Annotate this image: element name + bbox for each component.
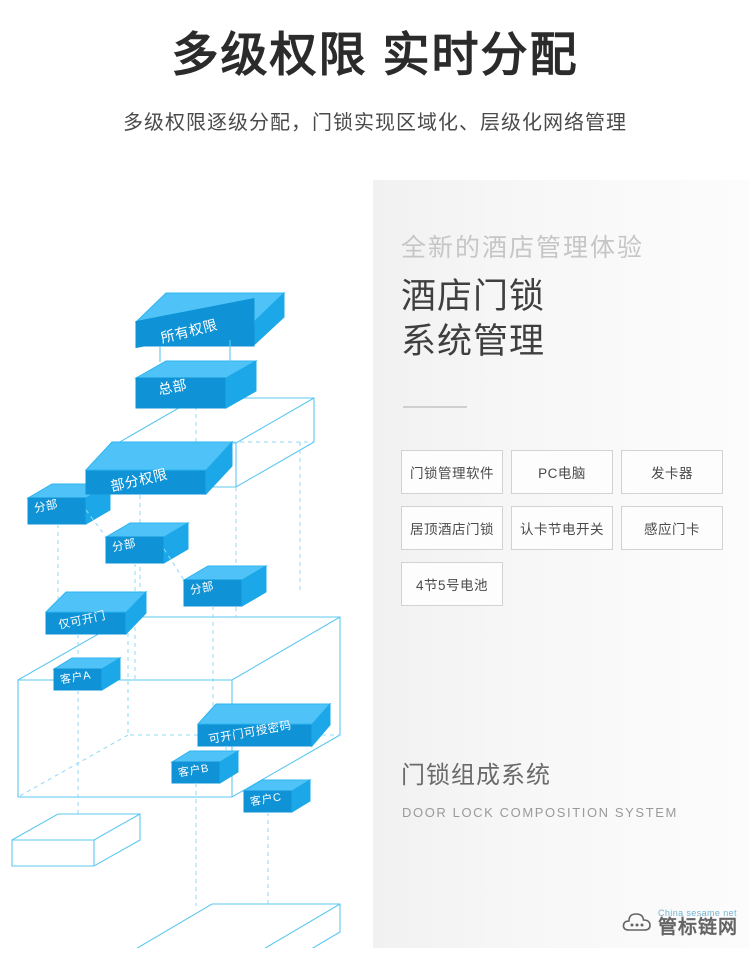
customer-connectors <box>77 634 269 906</box>
node-open-and-grant <box>196 702 332 748</box>
node-branch-2 <box>104 522 190 564</box>
node-branch-3 <box>182 565 268 607</box>
page-header: 多级权限 实时分配 多级权限逐级分配，门锁实现区域化、层级化网络管理 <box>0 0 750 135</box>
diagram-panel: .ln { fill:none; stroke:#5ec8f2; stroke-… <box>0 180 373 953</box>
node-customer-c <box>242 779 312 813</box>
component-lock-management-software: 门锁管理软件 <box>401 450 503 494</box>
component-card-power-switch: 认卡节电开关 <box>511 506 613 550</box>
footer-title-en: DOOR LOCK COMPOSITION SYSTEM <box>402 805 678 820</box>
permission-hierarchy-diagram: .ln { fill:none; stroke:#5ec8f2; stroke-… <box>0 180 373 953</box>
footer-title-cn: 门锁组成系统 <box>401 762 551 789</box>
component-row: 门锁管理软件 PC电脑 发卡器 <box>401 450 723 494</box>
info-heading: 酒店门锁 系统管理 <box>401 275 545 365</box>
watermark-text: China sesame net 管标链网 <box>657 907 738 939</box>
info-panel: 全新的酒店管理体验 酒店门锁 系统管理 门锁管理软件 PC电脑 发卡器 居顶酒店… <box>373 180 750 948</box>
iso-diagram-svg: .ln { fill:none; stroke:#5ec8f2; stroke-… <box>11 291 341 953</box>
info-kicker: 全新的酒店管理体验 <box>401 234 645 262</box>
component-pc: PC电脑 <box>511 450 613 494</box>
node-customer-a <box>52 657 122 691</box>
component-induction-card: 感应门卡 <box>621 506 723 550</box>
cloud-icon <box>622 910 652 936</box>
info-heading-line1: 酒店门锁 <box>401 277 546 316</box>
component-hotel-door-lock: 居顶酒店门锁 <box>401 506 503 550</box>
component-card-issuer: 发卡器 <box>621 450 723 494</box>
component-batteries: 4节5号电池 <box>401 562 503 606</box>
platform-customer-a <box>11 813 141 867</box>
page-subtitle: 多级权限逐级分配，门锁实现区域化、层级化网络管理 <box>123 112 627 135</box>
heading-divider <box>403 406 467 408</box>
watermark-top-text: China sesame net <box>657 907 737 918</box>
info-heading-line2: 系统管理 <box>401 321 546 361</box>
component-row: 居顶酒店门锁 认卡节电开关 感应门卡 <box>401 506 723 550</box>
component-row: 4节5号电池 <box>401 562 723 606</box>
watermark-bottom-text: 管标链网 <box>657 917 738 939</box>
node-all-permissions <box>134 291 286 349</box>
watermark: China sesame net 管标链网 <box>622 907 738 939</box>
content-area: .ln { fill:none; stroke:#5ec8f2; stroke-… <box>0 180 750 953</box>
page-title: 多级权限 实时分配 <box>171 28 579 81</box>
node-open-only <box>44 590 148 636</box>
node-partial-permissions <box>84 440 234 496</box>
node-customer-b <box>170 750 240 784</box>
node-headquarters <box>134 360 258 409</box>
platform-customer-bc <box>133 903 341 953</box>
component-list: 门锁管理软件 PC电脑 发卡器 居顶酒店门锁 认卡节电开关 感应门卡 4节5号电… <box>401 450 723 618</box>
